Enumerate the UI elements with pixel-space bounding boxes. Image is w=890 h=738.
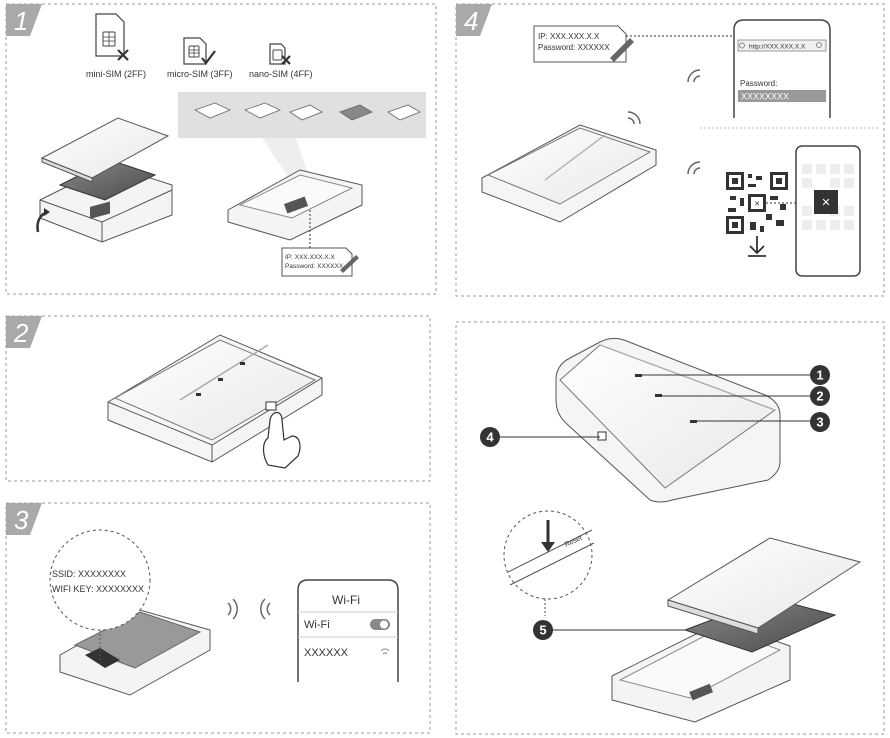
step4-panel: 4 IP: XXX.XXX.X.X Password: XXXXXX http:… [455,3,885,297]
step1-badge [6,4,42,36]
callout-2: 2 [810,386,830,406]
device-back-exploded [611,537,862,723]
mini-sim-label: mini-SIM (2FF) [86,69,146,79]
step3-number: 3 [14,505,29,535]
password-value: XXXXXXXX [741,92,789,102]
micro-sim-label: micro-SIM (3FF) [167,69,233,79]
reset-zoom: Reset [503,510,595,616]
label-password: Password: XXXXXX [285,263,344,270]
phone-app: ✕ [795,145,861,277]
check-icon [201,50,216,65]
device-overview [555,337,781,503]
zoom-circle [49,529,151,631]
pencil-icon [610,38,634,62]
step3-panel: 3 SSID: XXXXXXXX WIFI KEY: XXXXXXXX Wi-F… [5,502,431,734]
wifi-signal-icon [627,69,701,175]
password-label: Password: [740,79,777,88]
device-step4 [481,124,657,223]
password-field [738,90,826,102]
micro-sim-icon [183,37,216,65]
step2-number: 2 [13,318,29,348]
phone-browser: http://XXX.XXX.X.X Password: XXXXXXXX [733,19,831,118]
phone-wifi-settings: Wi-Fi Wi-Fi XXXXXX [297,579,399,682]
step2-panel: 2 [5,315,431,482]
device-label-card: IP: XXX.XXX.X.X Password: XXXXXX [281,247,359,277]
url-text: http://XXX.XXX.X.X [749,44,806,51]
power-button [265,401,277,411]
step4-number: 4 [464,6,478,36]
callout-1-number: 1 [816,368,823,383]
wifi-signal-icon [227,598,271,620]
app-icon [814,190,838,214]
step1-number: 1 [14,6,28,36]
label-ip: IP: XXX.XXX.X.X [285,254,336,261]
callout-1: 1 [810,365,830,385]
cross-icon [281,55,291,65]
cross-icon [117,49,129,61]
url-bar [737,39,827,52]
pencil-icon [340,255,359,273]
callout-4: 4 [480,427,500,447]
wifi-toggle-label: Wi-Fi [304,619,330,631]
qr-code: ✕ [726,172,788,234]
finger-press-icon [262,411,301,469]
label-password: Password: XXXXXX [538,43,610,52]
step4-label-card: IP: XXX.XXX.X.X Password: XXXXXX [533,25,634,63]
sim-insertion-steps [194,102,421,121]
callout-5-number: 5 [539,623,546,638]
callout-2-number: 2 [816,389,823,404]
label-ip: IP: XXX.XXX.X.X [538,32,600,41]
mini-sim-icon [95,13,129,61]
download-icon [748,236,766,257]
callout-4-number: 4 [486,430,494,445]
phone-title: Wi-Fi [332,593,360,607]
callout-5: 5 [533,620,553,640]
svg-text:✕: ✕ [821,197,830,209]
network-name: XXXXXX [304,647,349,659]
svg-text:✕: ✕ [754,201,760,208]
callout-3: 3 [810,412,830,432]
search-icon [816,42,822,48]
nano-sim-icon [269,43,291,65]
device-top-view [107,334,323,463]
ssid-text: SSID: XXXXXXXX [52,569,126,579]
nano-sim-label: nano-SIM (4FF) [249,69,313,79]
device-overview-panel: 1 2 3 4 5 Reset [455,321,885,735]
arrow-down-icon [541,542,555,552]
wifi-key-text: WIFI KEY: XXXXXXXX [52,584,144,594]
device-with-sim [227,169,363,241]
callout-3-number: 3 [816,415,823,430]
step1-panel: 1 mini-SIM (2FF) micro-SIM (3FF) nano-SI… [5,3,437,295]
device-exploded-view [36,117,173,243]
refresh-icon [739,42,745,49]
